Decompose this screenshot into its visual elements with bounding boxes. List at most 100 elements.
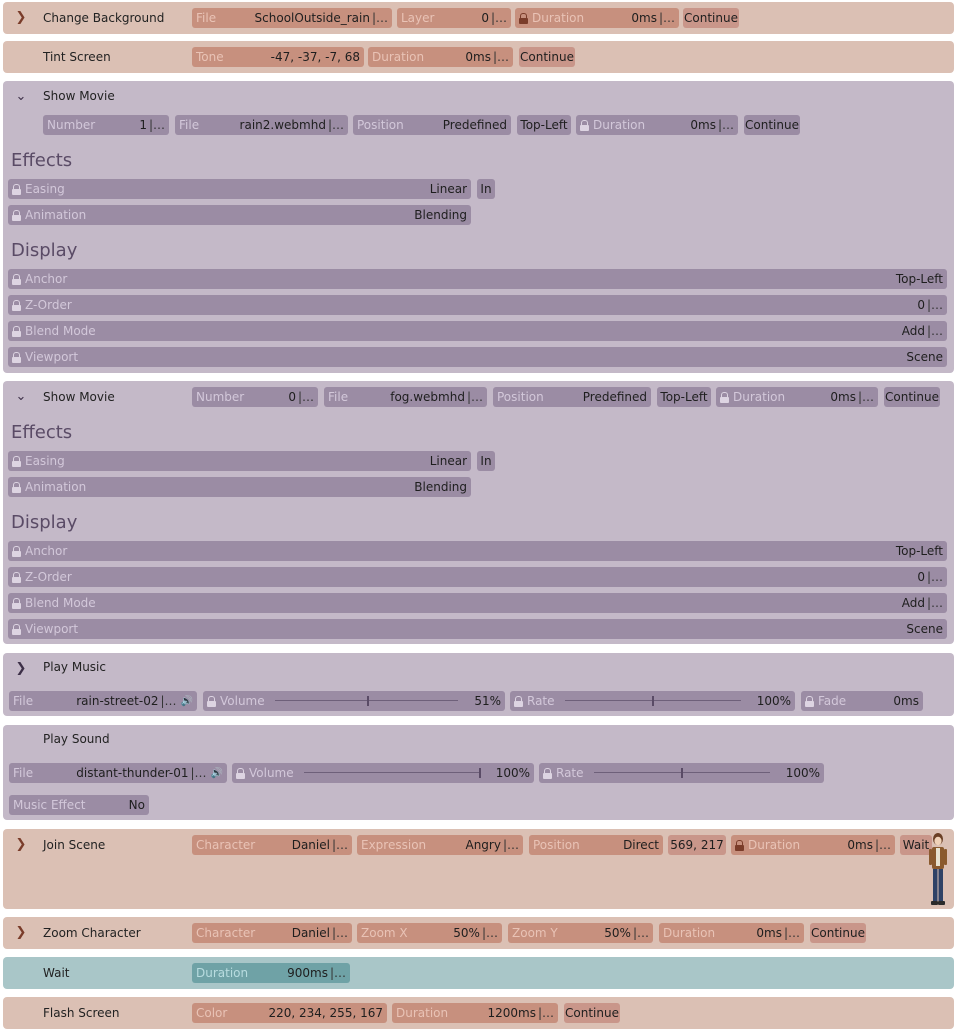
- volume-track[interactable]: [303, 763, 481, 783]
- continue-button[interactable]: Continue: [884, 387, 940, 407]
- slider-knob[interactable]: [651, 696, 654, 706]
- slider-knob[interactable]: [478, 768, 481, 778]
- lock-icon[interactable]: [12, 481, 21, 493]
- chevron-right-icon[interactable]: ❯: [15, 925, 27, 940]
- continue-button[interactable]: Continue: [564, 1003, 620, 1023]
- lock-icon[interactable]: [519, 12, 528, 24]
- chevron-right-icon[interactable]: ❯: [15, 837, 27, 852]
- coordinates-button[interactable]: 569, 217: [668, 835, 726, 855]
- lock-icon[interactable]: [720, 391, 729, 403]
- rate-track[interactable]: [593, 763, 770, 783]
- chevron-down-icon[interactable]: ⌄: [15, 89, 27, 104]
- section-heading-effects: Effects: [11, 150, 73, 171]
- speaker-icon[interactable]: 🔊: [210, 767, 223, 779]
- command-title: Zoom Character: [43, 926, 141, 940]
- slider-knob[interactable]: [680, 768, 683, 778]
- position-preset-button[interactable]: Top-Left: [657, 387, 711, 407]
- rate-track[interactable]: [564, 691, 741, 711]
- command-tint-screen: Tint Screen Tone-47, -37, -7, 68 Duratio…: [3, 41, 954, 73]
- lock-icon[interactable]: [12, 351, 21, 363]
- volume-track[interactable]: [274, 691, 459, 711]
- lock-icon[interactable]: [12, 325, 21, 337]
- lock-icon[interactable]: [514, 695, 523, 707]
- lock-icon[interactable]: [12, 623, 21, 635]
- lock-icon[interactable]: [12, 597, 21, 609]
- chevron-down-icon[interactable]: ⌄: [15, 389, 27, 404]
- position-preset-button[interactable]: Top-Left: [517, 115, 571, 135]
- lock-icon[interactable]: [735, 839, 744, 851]
- section-heading-effects: Effects: [11, 422, 73, 443]
- easing-mode-button[interactable]: In: [477, 179, 495, 199]
- lock-icon[interactable]: [12, 571, 21, 583]
- lock-icon[interactable]: [12, 209, 21, 221]
- continue-button[interactable]: Continue: [683, 8, 739, 28]
- chevron-right-icon[interactable]: ❯: [15, 10, 27, 25]
- lock-icon[interactable]: [207, 695, 216, 707]
- command-title: Join Scene: [43, 838, 106, 852]
- continue-button[interactable]: Continue: [519, 47, 575, 67]
- slider-knob[interactable]: [367, 696, 370, 706]
- lock-icon[interactable]: [12, 299, 21, 311]
- easing-mode-button[interactable]: In: [477, 451, 495, 471]
- lock-icon[interactable]: [236, 767, 245, 779]
- lock-icon[interactable]: [12, 455, 21, 467]
- command-title: Play Sound: [43, 732, 110, 746]
- wait-button[interactable]: Wait: [900, 835, 932, 855]
- lock-icon[interactable]: [580, 119, 589, 131]
- tone-field[interactable]: Tone-47, -37, -7, 68: [192, 47, 364, 67]
- continue-button[interactable]: Continue: [744, 115, 800, 135]
- lock-icon[interactable]: [805, 695, 814, 707]
- lock-icon[interactable]: [12, 273, 21, 285]
- chevron-right-icon[interactable]: ❯: [15, 661, 27, 676]
- speaker-icon[interactable]: 🔊: [180, 695, 193, 707]
- lock-icon[interactable]: [12, 545, 21, 557]
- continue-button[interactable]: Continue: [810, 923, 866, 943]
- lock-icon[interactable]: [543, 767, 552, 779]
- lock-icon[interactable]: [12, 183, 21, 195]
